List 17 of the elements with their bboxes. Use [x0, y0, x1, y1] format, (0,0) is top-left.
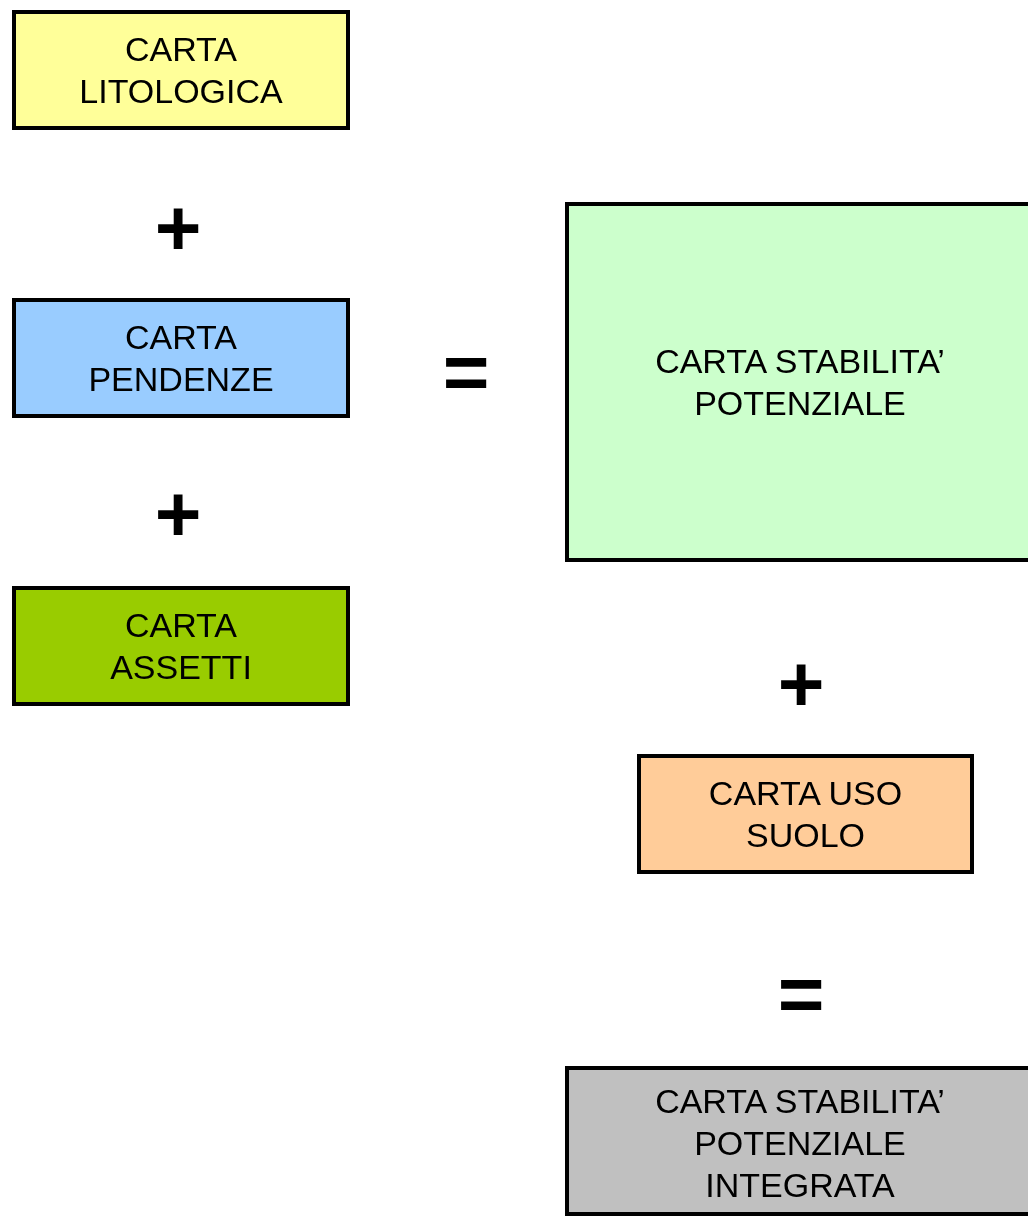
map-box — [565, 202, 1028, 562]
operator-sign: + — [154, 188, 202, 268]
box-label: CARTA STABILITA’ POTENZIALE — [654, 341, 946, 424]
map-box — [637, 754, 974, 874]
map-box — [565, 1066, 1028, 1216]
box-label: CARTA STABILITA’ POTENZIALE INTEGRATA — [654, 1081, 946, 1206]
operator-sign: + — [154, 474, 202, 554]
operator-sign: + — [777, 644, 825, 724]
operator-sign: = — [442, 332, 490, 412]
box-label: CARTA PENDENZE — [87, 317, 275, 400]
map-box — [12, 586, 350, 706]
map-box — [12, 10, 350, 130]
box-label: CARTA ASSETTI — [109, 605, 253, 688]
box-label: CARTA LITOLOGICA — [78, 29, 284, 112]
operator-sign: = — [777, 954, 825, 1034]
map-box — [12, 298, 350, 418]
box-label: CARTA USO SUOLO — [707, 773, 904, 856]
